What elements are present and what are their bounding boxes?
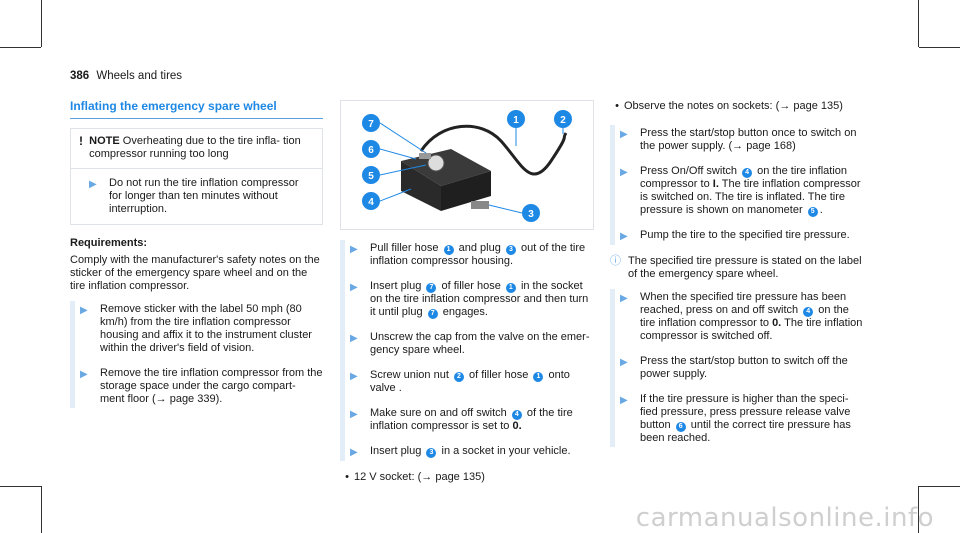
info-note: ⓘ The specified tire pressure is stated … (610, 255, 864, 281)
crop-mark (919, 486, 960, 487)
list-item: • Observe the notes on sockets: (→ page … (610, 100, 864, 113)
page-link[interactable]: page 135) (793, 100, 843, 112)
step-text: Remove sticker with the label 50 mph (80… (100, 303, 312, 354)
step-text: Insert plug 3 in a socket in your vehicl… (370, 445, 571, 458)
step-arrow-icon: ▶ (350, 371, 358, 382)
warning-icon: ! (79, 134, 83, 148)
step-text: Remove the tire inflation compressor fro… (100, 367, 323, 405)
note-step: Do not run the tire inflation compressor… (109, 177, 299, 215)
step: ▶ Press On/Off switch 4 on the tire infl… (610, 165, 864, 217)
column-right: • Observe the notes on sockets: (→ page … (610, 100, 864, 457)
step-arrow-icon: ▶ (80, 369, 88, 380)
list-item: • 12 V socket: (→ page 135) (340, 471, 594, 484)
step-text: If the tire pressure is higher than the … (640, 393, 851, 444)
step: ▶ If the tire pressure is higher than th… (610, 393, 864, 445)
crop-mark (919, 47, 960, 48)
callout-6: 6 (368, 145, 374, 156)
note-text: Overheating due to the tire infla- tion … (89, 135, 301, 160)
step-text: Unscrew the cap from the valve on the em… (370, 331, 590, 356)
list-text: 12 V socket: (→ page 135) (354, 471, 485, 483)
step: ▶ Pump the tire to the specified tire pr… (610, 229, 864, 243)
page-link[interactable]: page 339). (169, 393, 223, 405)
crop-mark (41, 486, 42, 533)
crop-mark (918, 0, 919, 47)
callout-2: 2 (560, 115, 566, 126)
crop-mark (0, 47, 41, 48)
info-text: The specified tire pressure is stated on… (628, 255, 862, 280)
list-text: Observe the notes on sockets: (→ page 13… (624, 100, 843, 112)
column-left: Inflating the emergency spare wheel ! NO… (70, 100, 323, 418)
bullet-icon: • (615, 100, 619, 112)
crop-mark (41, 0, 42, 47)
page-number: 386 (70, 70, 90, 82)
step-text: Screw union nut 2 of filler hose 1 onto … (370, 369, 570, 394)
step-arrow-icon: ▶ (80, 305, 88, 316)
callout-3: 3 (528, 209, 534, 220)
step-arrow-icon: ▶ (620, 395, 628, 406)
note-box: ! NOTE Overheating due to the tire infla… (70, 128, 323, 225)
step-text: Pump the tire to the specified tire pres… (640, 229, 850, 241)
step-text: Insert plug 7 of filler hose 1 in the so… (370, 280, 589, 319)
step: ▶ When the specified tire pressure has b… (610, 291, 864, 343)
note-label: NOTE (89, 135, 120, 147)
step-arrow-icon: ▶ (89, 179, 97, 190)
step-arrow-icon: ▶ (350, 333, 358, 344)
step-arrow-icon: ▶ (620, 167, 628, 178)
step-arrow-icon: ▶ (350, 447, 358, 458)
compressor-illustration: 7 6 5 4 1 2 3 (362, 110, 572, 222)
callout-4: 4 (368, 197, 374, 208)
bullet-icon: • (345, 471, 349, 483)
step-text: Press On/Off switch 4 on the tire inflat… (640, 165, 861, 217)
step-arrow-icon: ▶ (350, 244, 358, 255)
callouts: 7 6 5 4 1 2 3 (362, 110, 572, 222)
requirements-text: Comply with the manufacturer's safety no… (70, 254, 320, 292)
info-icon: ⓘ (610, 255, 621, 267)
step: ▶ Pull filler hose 1 and plug 3 out of t… (340, 242, 594, 268)
step: ▶ Press the start/stop button once to sw… (610, 127, 864, 153)
callout-1: 1 (513, 115, 519, 126)
step: ▶ Remove sticker with the label 50 mph (… (70, 303, 323, 355)
step: ▶ Insert plug 7 of filler hose 1 in the … (340, 280, 594, 319)
step-arrow-icon: ▶ (620, 231, 628, 242)
page-link[interactable]: page 168) (746, 140, 796, 152)
step-text: When the specified tire pressure has bee… (640, 291, 863, 342)
step-text: Pull filler hose 1 and plug 3 out of the… (370, 242, 586, 267)
step-text: Press the start/stop button once to swit… (640, 127, 857, 152)
section-name: Wheels and tires (96, 70, 183, 82)
callout-7: 7 (368, 119, 374, 130)
step: ▶ Unscrew the cap from the valve on the … (340, 331, 594, 357)
step: ▶ Remove the tire inflation compressor f… (70, 367, 323, 406)
watermark-url: carmanualsonline.info (635, 503, 934, 533)
step-arrow-icon: ▶ (620, 357, 628, 368)
step: ▶ Insert plug 3 in a socket in your vehi… (340, 445, 594, 459)
step-arrow-icon: ▶ (350, 282, 358, 293)
step-arrow-icon: ▶ (350, 409, 358, 420)
page-link[interactable]: page 135) (435, 471, 485, 483)
callout-5: 5 (368, 171, 374, 182)
step: ▶ Make sure on and off switch 4 of the t… (340, 407, 594, 433)
step-arrow-icon: ▶ (620, 293, 628, 304)
step: ▶ Screw union nut 2 of filler hose 1 ont… (340, 369, 594, 395)
requirements-title: Requirements: (70, 237, 148, 249)
step-text: Make sure on and off switch 4 of the tir… (370, 407, 573, 432)
crop-mark (918, 486, 919, 533)
step-text: Press the start/stop button to switch of… (640, 355, 848, 380)
compressor-figure: 7 6 5 4 1 2 3 (340, 100, 594, 230)
step: ▶ Press the start/stop button to switch … (610, 355, 864, 381)
crop-mark (0, 486, 41, 487)
step-arrow-icon: ▶ (620, 129, 628, 140)
page-header: 386 Wheels and tires (70, 70, 182, 83)
section-title: Inflating the emergency spare wheel (70, 100, 323, 119)
column-middle: 7 6 5 4 1 2 3 ▶ Pull filler hose 1 and p… (340, 100, 594, 494)
